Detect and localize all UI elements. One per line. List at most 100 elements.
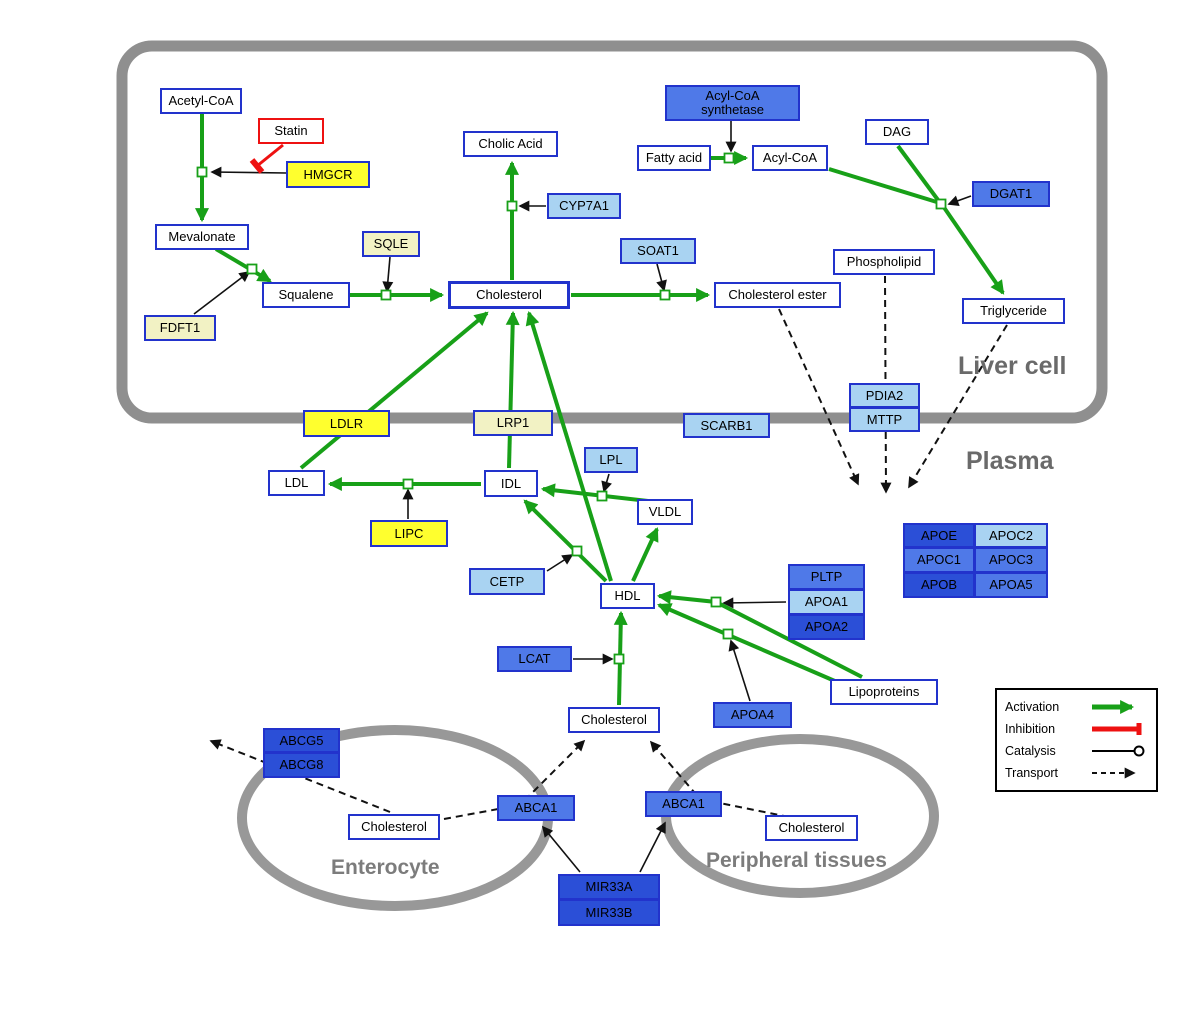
node-acyl-coa[interactable]: Acyl-CoA	[752, 145, 828, 171]
legend-inhibition-label: Inhibition	[1005, 722, 1056, 736]
junction-hmgcr	[196, 166, 208, 178]
activation-arrow-icon	[1092, 700, 1135, 714]
junction-acylcoa-synthetase	[723, 152, 735, 164]
edge-ldl-cholesterol	[299, 311, 489, 470]
junction-nodes	[196, 152, 947, 665]
node-acyl-coa-synthetase[interactable]: Acyl-CoA synthetase	[665, 85, 800, 121]
node-fdft1[interactable]: FDFT1	[144, 315, 216, 341]
junction-sqle	[380, 289, 392, 301]
node-lrp1[interactable]: LRP1	[473, 410, 553, 436]
node-abcg8[interactable]: ABCG8	[263, 752, 340, 778]
node-apoa5[interactable]: APOA5	[974, 572, 1048, 598]
edge-lipoproteins-hdl-lower	[657, 603, 859, 693]
node-pdia2[interactable]: PDIA2	[849, 383, 920, 408]
node-fatty-acid[interactable]: Fatty acid	[637, 145, 711, 171]
node-abca1-peripheral[interactable]: ABCA1	[645, 791, 722, 817]
node-phospholipid[interactable]: Phospholipid	[833, 249, 935, 275]
node-idl[interactable]: IDL	[484, 470, 538, 497]
node-mevalonate[interactable]: Mevalonate	[155, 224, 249, 250]
node-lipc[interactable]: LIPC	[370, 520, 448, 547]
node-ldl[interactable]: LDL	[268, 470, 325, 496]
liver-cell-membrane	[116, 40, 1108, 424]
edge-dgat-junction-triglyceride	[941, 204, 1005, 295]
catalysis-apoa4	[728, 639, 751, 702]
node-mir33a[interactable]: MIR33A	[558, 874, 660, 900]
catalysis-circle-icon	[1092, 745, 1145, 757]
node-apoa4[interactable]: APOA4	[713, 702, 792, 728]
edge-idl-cholesterol	[505, 310, 520, 469]
node-abca1-enterocyte[interactable]: ABCA1	[497, 795, 575, 821]
node-mttp[interactable]: MTTP	[849, 407, 920, 432]
node-cetp[interactable]: CETP	[469, 568, 545, 595]
legend-catalysis-row: Catalysis	[1005, 740, 1148, 762]
node-cholesterol-plasma[interactable]: Cholesterol	[568, 707, 660, 733]
catalysis-soat1	[656, 263, 667, 292]
legend-catalysis-label: Catalysis	[1005, 744, 1056, 758]
catalysis-edges	[193, 121, 972, 873]
node-sqle[interactable]: SQLE	[362, 231, 420, 257]
node-apoa2[interactable]: APOA2	[788, 614, 865, 640]
node-dag[interactable]: DAG	[865, 119, 929, 145]
inhibition-statin-line	[256, 143, 284, 168]
junction-pltp	[710, 596, 722, 608]
node-cholesterol-ester[interactable]: Cholesterol ester	[714, 282, 841, 308]
liver-cell-label: Liver cell	[958, 352, 1067, 380]
catalysis-pltp-apoa	[722, 597, 787, 609]
node-ldlr[interactable]: LDLR	[303, 410, 390, 437]
node-apoa1[interactable]: APOA1	[788, 589, 865, 615]
edge-dag-dgat-junction	[896, 144, 940, 202]
edge-vldl-idl	[540, 483, 649, 503]
node-apoc1[interactable]: APOC1	[903, 547, 975, 573]
catalysis-lpl	[601, 473, 612, 493]
node-statin[interactable]: Statin	[258, 118, 324, 144]
catalysis-sqle	[382, 256, 394, 293]
node-acetyl-coa[interactable]: Acetyl-CoA	[160, 88, 242, 114]
junction-dgat1	[935, 198, 947, 210]
node-hdl[interactable]: HDL	[600, 583, 655, 609]
node-mir33b[interactable]: MIR33B	[558, 899, 660, 926]
catalysis-cetp	[546, 554, 574, 572]
legend: Activation Inhibition Catalysis Transpor…	[995, 688, 1158, 792]
edge-acylcoa-dgat-junction	[828, 167, 941, 205]
catalysis-hmgcr	[210, 166, 287, 178]
edge-cholesterolester-plasma	[778, 308, 860, 486]
node-apoc2[interactable]: APOC2	[974, 523, 1048, 548]
node-lipoproteins[interactable]: Lipoproteins	[830, 679, 938, 705]
node-triglyceride[interactable]: Triglyceride	[962, 298, 1065, 324]
junction-fdft1	[246, 263, 258, 275]
node-cholesterol-enterocyte[interactable]: Cholesterol	[348, 814, 440, 840]
node-apoe[interactable]: APOE	[903, 523, 975, 548]
legend-transport-row: Transport	[1005, 762, 1148, 784]
edge-mir33-abca1-left	[541, 825, 581, 873]
node-abcg5[interactable]: ABCG5	[263, 728, 340, 753]
node-cholic-acid[interactable]: Cholic Acid	[463, 131, 558, 157]
junction-soat1	[659, 289, 671, 301]
node-cholesterol-liver[interactable]: Cholesterol	[448, 281, 570, 309]
edge-triglyceride-plasma	[908, 324, 1008, 489]
inhibition-edge	[249, 143, 284, 174]
plasma-label: Plasma	[966, 447, 1054, 475]
node-squalene[interactable]: Squalene	[262, 282, 350, 308]
node-apoc3[interactable]: APOC3	[974, 547, 1048, 573]
edge-mir33-abca1-right	[639, 821, 666, 873]
node-cyp7a1[interactable]: CYP7A1	[547, 193, 621, 219]
node-pltp[interactable]: PLTP	[788, 564, 865, 590]
node-hmgcr[interactable]: HMGCR	[286, 161, 370, 188]
legend-activation-row: Activation	[1005, 696, 1148, 718]
node-apob[interactable]: APOB	[903, 572, 975, 598]
edge-mevalonate-squalene	[214, 247, 272, 283]
node-vldl[interactable]: VLDL	[637, 499, 693, 525]
junction-lipc	[402, 478, 414, 490]
junction-cyp7a1	[506, 200, 518, 212]
node-lcat[interactable]: LCAT	[497, 646, 572, 672]
inhibition-statin-tbar	[249, 158, 265, 174]
node-lpl[interactable]: LPL	[584, 447, 638, 473]
edge-hdl-vldl	[631, 527, 659, 582]
edge-hdl-cholesterol	[525, 310, 613, 582]
node-scarb1[interactable]: SCARB1	[683, 413, 770, 438]
catalysis-fdft1	[193, 270, 251, 315]
node-soat1[interactable]: SOAT1	[620, 238, 696, 264]
node-cholesterol-peripheral[interactable]: Cholesterol	[765, 815, 858, 841]
node-dgat1[interactable]: DGAT1	[972, 181, 1050, 207]
